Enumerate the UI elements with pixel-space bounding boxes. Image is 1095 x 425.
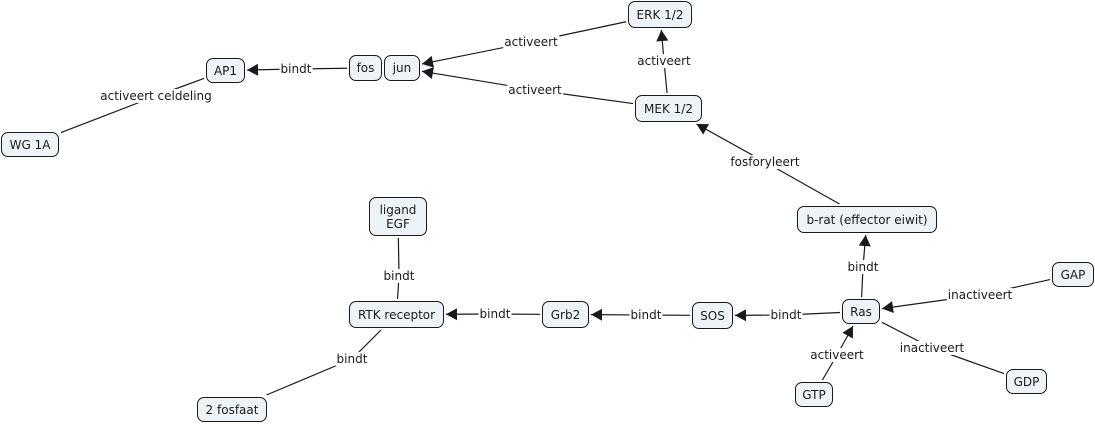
edge-label-gap-ras: inactiveert xyxy=(946,288,1014,302)
edge-label-ras-sos: bindt xyxy=(769,308,803,322)
edge-label-mek-erk: activeert xyxy=(636,54,692,68)
arrowhead-icon xyxy=(446,308,458,321)
edge-label-ligand-rtk: bindt xyxy=(382,269,416,283)
node-sos[interactable]: SOS xyxy=(692,302,733,329)
edge-label-grb2-rtk: bindt xyxy=(478,307,512,321)
node-wg1a[interactable]: WG 1A xyxy=(1,132,59,157)
node-brat[interactable]: b-rat (effector eiwit) xyxy=(797,206,937,233)
edge-label-ras-brat: bindt xyxy=(846,260,880,274)
edge-label-wg1a-ap1: activeert celdeling xyxy=(99,89,213,103)
node-mek[interactable]: MEK 1/2 xyxy=(635,95,702,122)
arrowhead-icon xyxy=(422,67,434,80)
node-jun[interactable]: jun xyxy=(384,55,420,81)
edge-label-ras-gdp: inactiveert xyxy=(898,341,966,355)
arrowhead-icon xyxy=(858,235,871,247)
node-ras[interactable]: Ras xyxy=(842,299,880,324)
edge-wg1a-ap1 xyxy=(60,77,205,134)
arrowhead-icon xyxy=(247,63,259,76)
node-ligand[interactable]: ligand EGF xyxy=(369,197,427,236)
edge-line xyxy=(764,161,840,205)
edge-label-rtk-fosfaat: bindt xyxy=(335,352,369,366)
arrowhead-icon xyxy=(882,301,894,314)
edge-label-erk-jun: activeert xyxy=(503,35,559,49)
edge-label-brat-mek: fosforyleert xyxy=(729,155,801,169)
edge-label-sos-grb2: bindt xyxy=(629,308,663,322)
node-fosfaat[interactable]: 2 fosfaat xyxy=(197,397,267,422)
arrowhead-icon xyxy=(696,124,709,135)
edge-label-fos-ap1: bindt xyxy=(279,62,313,76)
node-fos[interactable]: fos xyxy=(349,55,382,81)
edge-label-mek-jun: activeert xyxy=(507,83,563,97)
node-erk[interactable]: ERK 1/2 xyxy=(628,1,692,28)
arrowhead-icon xyxy=(656,30,669,42)
node-rtk[interactable]: RTK receptor xyxy=(349,301,444,328)
node-grb2[interactable]: Grb2 xyxy=(542,301,589,328)
arrowhead-icon xyxy=(422,55,434,68)
node-gtp[interactable]: GTP xyxy=(795,382,833,407)
arrowhead-icon xyxy=(591,308,603,321)
node-gdp[interactable]: GDP xyxy=(1006,369,1047,394)
arrowhead-icon xyxy=(735,309,747,322)
arrowhead-icon xyxy=(842,326,853,339)
edge-label-gtp-ras: activeert xyxy=(809,348,865,362)
node-gap[interactable]: GAP xyxy=(1052,262,1094,287)
node-ap1[interactable]: AP1 xyxy=(206,58,245,83)
